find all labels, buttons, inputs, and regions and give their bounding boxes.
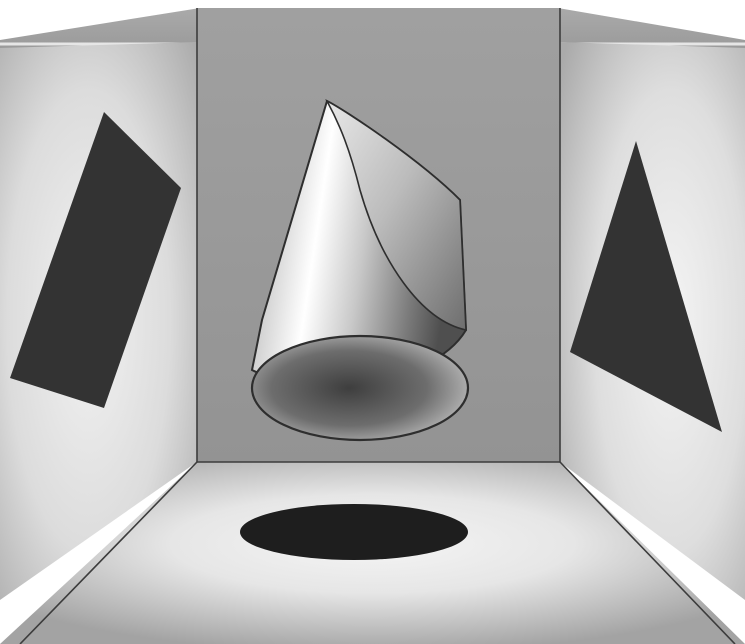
cone-base (252, 336, 468, 440)
floor-shadow (240, 504, 468, 560)
